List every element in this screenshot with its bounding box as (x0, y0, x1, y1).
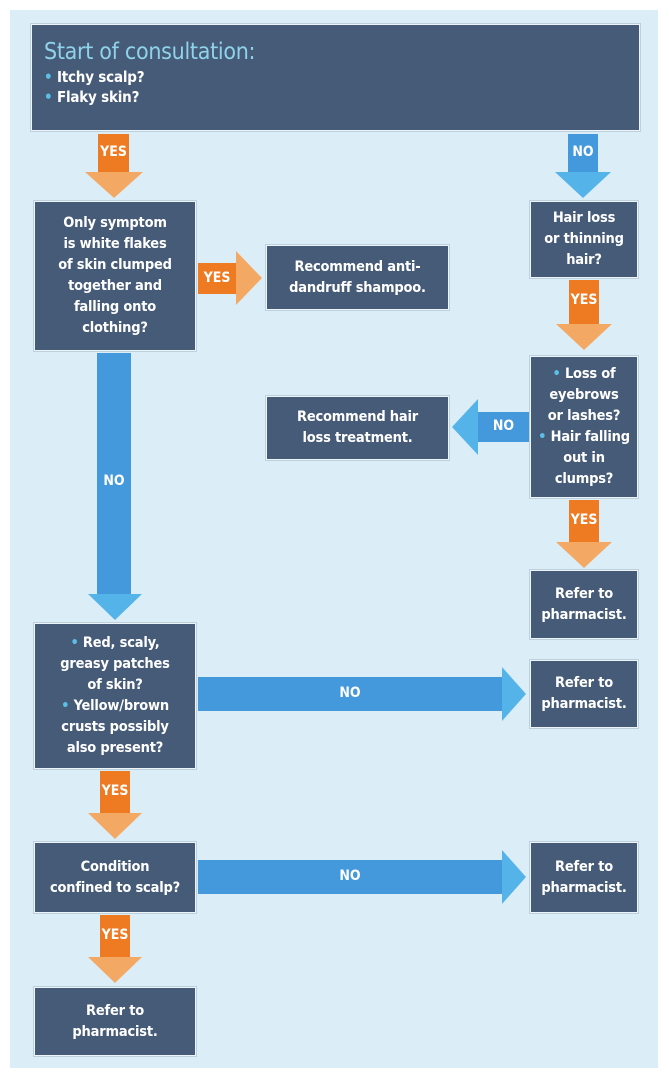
box-text-line: Refer to (555, 858, 613, 875)
hair-loss-question-box: Hair loss or thinning hair? (530, 201, 638, 278)
arrow-down-icon (88, 353, 142, 620)
yes-arrow-down: YES (88, 771, 142, 839)
box-text-line: or thinning (544, 231, 624, 247)
arrow-down-icon (85, 134, 143, 198)
box-text-line: • Loss of (552, 366, 616, 382)
arrow-right-icon (198, 667, 526, 721)
no-label: NO (339, 685, 361, 701)
box-text-line: Recommend hair (297, 409, 418, 425)
box-text-line: is white flakes (63, 236, 167, 252)
yes-label: YES (101, 783, 129, 799)
box-text-line: greasy patches (60, 656, 170, 672)
box-text-line: • Hair falling (538, 429, 630, 445)
box-text-line: Recommend anti- (294, 258, 421, 275)
box-text-line: eyebrows (549, 387, 619, 403)
arrow-down-icon (88, 915, 142, 983)
no-label: NO (339, 868, 361, 884)
box-text-line: Only symptom (63, 215, 167, 231)
arrow-down-icon (556, 280, 612, 350)
no-label: NO (103, 473, 125, 489)
arrow-down-icon (555, 134, 611, 198)
no-arrow-down-long: NO (88, 353, 142, 620)
start-consultation-box: Start of consultation: • Itchy scalp? • … (31, 24, 640, 131)
arrow-down-icon (556, 500, 612, 568)
no-arrow-right: NO (198, 667, 526, 721)
confined-to-scalp-question-box: Condition confined to scalp? (34, 842, 196, 913)
box-text-line: Refer to (555, 675, 613, 691)
no-arrow-down: NO (555, 134, 611, 198)
box-text-line: Hair loss (552, 210, 616, 226)
arrow-right-icon (198, 251, 262, 305)
yes-label: YES (101, 927, 129, 943)
start-item-flaky-skin: • Flaky skin? (44, 88, 140, 106)
box-text-line: loss treatment. (302, 430, 413, 446)
bullet-icon: • (552, 366, 565, 382)
red-scaly-patches-question-box: • Red, scaly, greasy patches of skin? • … (34, 623, 196, 769)
no-label: NO (572, 144, 594, 160)
box-text-line: together and (68, 278, 162, 294)
bullet-icon: • (61, 698, 74, 714)
no-label: NO (492, 418, 515, 434)
yes-arrow-right: YES (198, 251, 262, 305)
no-arrow-right: NO (198, 850, 526, 904)
yes-arrow-down: YES (85, 134, 143, 198)
yes-label: YES (570, 512, 598, 528)
box-text-line: pharmacist. (541, 606, 627, 623)
refer-to-pharmacist-box: Refer to pharmacist. (530, 570, 638, 639)
box-text-line: falling onto (73, 299, 157, 315)
box-text-line: pharmacist. (541, 879, 627, 896)
hair-loss-treatment-box: Recommend hair loss treatment. (266, 396, 449, 460)
start-title: Start of consultation: (44, 39, 256, 65)
refer-to-pharmacist-box: Refer to pharmacist. (530, 660, 638, 728)
box-text-line: confined to scalp? (50, 879, 180, 896)
start-item-itchy-scalp: • Itchy scalp? (44, 68, 145, 86)
bullet-icon: • (44, 88, 57, 106)
refer-to-pharmacist-box: Refer to pharmacist. (34, 987, 196, 1056)
bullet-icon: • (538, 429, 551, 445)
bullet-icon: • (70, 635, 83, 651)
yes-label: YES (100, 144, 127, 160)
box-text-line: of skin? (87, 677, 143, 693)
yes-arrow-down: YES (88, 915, 142, 983)
box-text-line: hair? (566, 252, 602, 268)
box-text-line: Refer to (555, 585, 613, 602)
box-text-line: • Yellow/brown (61, 698, 169, 714)
refer-to-pharmacist-box: Refer to pharmacist. (530, 842, 638, 913)
box-text-line: Condition (80, 858, 150, 875)
anti-dandruff-shampoo-box: Recommend anti- dandruff shampoo. (266, 245, 449, 310)
yes-arrow-down: YES (556, 500, 612, 568)
box-text-line: • Red, scaly, (70, 635, 160, 651)
box-text-line: pharmacist. (541, 696, 627, 712)
yes-arrow-down: YES (556, 280, 612, 350)
bullet-icon: • (44, 68, 57, 86)
yes-label: YES (570, 292, 598, 308)
arrow-down-icon (88, 771, 142, 839)
box-text-line: clothing? (82, 320, 148, 336)
yes-label: YES (203, 270, 231, 286)
arrow-left-icon (452, 399, 529, 455)
arrow-right-icon (198, 850, 526, 904)
box-text-line: pharmacist. (72, 1023, 158, 1040)
box-text-line: also present? (66, 740, 164, 756)
white-flakes-question-box: Only symptom is white flakes of skin clu… (34, 201, 196, 351)
box-text-line: dandruff shampoo. (289, 279, 426, 296)
box-text-line: clumps? (554, 471, 614, 487)
box-text-line: out in (563, 450, 605, 466)
box-text-line: of skin clumped (58, 257, 172, 273)
box-text-line: Refer to (86, 1002, 144, 1019)
box-text-line: crusts possibly (61, 719, 169, 735)
hair-falling-question-box: • Loss of eyebrows or lashes? • Hair fal… (530, 356, 638, 498)
no-arrow-left: NO (452, 399, 529, 455)
box-text-line: or lashes? (547, 408, 621, 424)
